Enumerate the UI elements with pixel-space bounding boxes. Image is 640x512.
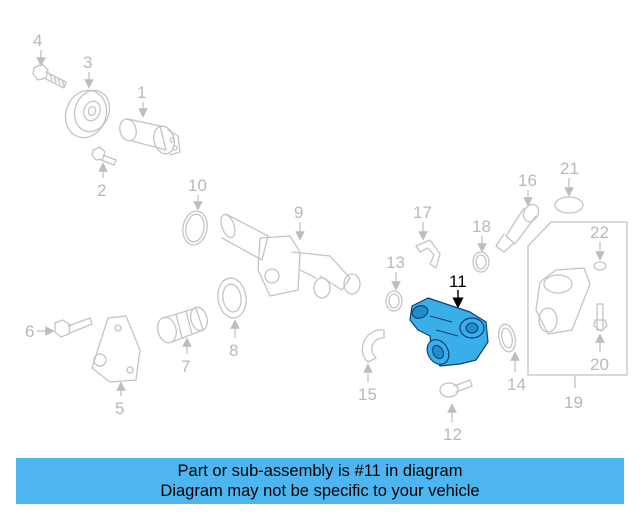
callout-5: 5 — [115, 399, 124, 418]
part-1-pump: 1 — [119, 83, 181, 156]
callout-19: 19 — [564, 393, 583, 412]
part-2-bolt: 2 — [91, 146, 117, 200]
part-19-assembly: 19 — [527, 221, 628, 412]
part-9-outlet-pipe: 9 — [220, 203, 361, 299]
info-banner: Part or sub-assembly is #11 in diagram D… — [16, 458, 624, 504]
part-15-clip: 15 — [358, 329, 385, 404]
part-11-water-pipe-highlighted[interactable]: 11 — [409, 272, 489, 368]
part-20-stud: 20 — [590, 303, 609, 374]
part-16-sensor: 16 — [495, 171, 540, 253]
callout-16: 16 — [518, 171, 537, 190]
part-22-nut: 22 — [590, 223, 609, 271]
part-12-bolt: 12 — [439, 379, 473, 444]
callout-9: 9 — [294, 203, 303, 222]
callout-7: 7 — [181, 357, 190, 376]
banner-line-1: Part or sub-assembly is #11 in diagram — [177, 462, 463, 480]
callout-15: 15 — [358, 385, 377, 404]
callout-21: 21 — [560, 159, 579, 178]
callout-20: 20 — [590, 355, 609, 374]
callout-4: 4 — [33, 31, 42, 50]
part-13-oring: 13 — [385, 253, 405, 312]
callout-14: 14 — [507, 375, 526, 394]
part-6-bolt: 6 — [25, 317, 93, 341]
part-14-oring: 14 — [498, 323, 526, 394]
part-10-oring: 10 — [182, 176, 208, 246]
callout-10: 10 — [188, 176, 207, 195]
part-4-bolt: 4 — [32, 31, 67, 89]
callout-13: 13 — [386, 253, 405, 272]
callout-11: 11 — [449, 272, 467, 291]
part-18-oring: 18 — [472, 217, 491, 273]
part-21-oring: 21 — [554, 159, 584, 214]
part-3-pulley: 3 — [64, 53, 111, 139]
callout-6: 6 — [25, 322, 34, 341]
callout-3: 3 — [83, 53, 92, 72]
callout-2: 2 — [97, 181, 106, 200]
part-5-housing: 5 — [91, 315, 141, 418]
callout-8: 8 — [229, 341, 238, 360]
callout-1: 1 — [137, 83, 146, 102]
part-8-gasket: 8 — [217, 277, 247, 360]
banner-line-2: Diagram may not be specific to your vehi… — [160, 482, 480, 500]
callout-22: 22 — [590, 223, 609, 242]
callout-12: 12 — [443, 425, 462, 444]
callout-17: 17 — [413, 203, 432, 222]
callout-18: 18 — [472, 217, 491, 236]
part-17-clip: 17 — [413, 203, 441, 269]
part-7-sleeve: 7 — [157, 306, 208, 376]
